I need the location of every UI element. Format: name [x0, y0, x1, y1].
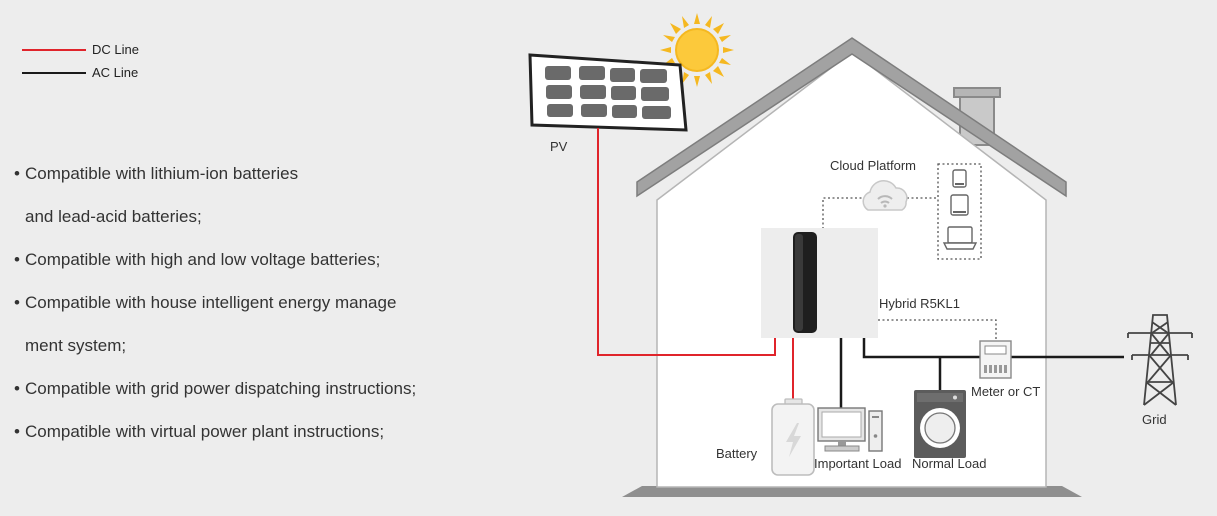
battery-icon [771, 398, 815, 476]
legend-item-dc: DC Line [22, 38, 139, 61]
dc-line-swatch [22, 48, 86, 51]
grid-tower-icon [1127, 314, 1193, 406]
meter-label: Meter or CT [971, 384, 1040, 399]
legend-label-dc: DC Line [92, 42, 139, 57]
ac-line [839, 338, 1124, 410]
pv-label: PV [550, 139, 568, 154]
cloud-icon [862, 180, 908, 211]
important-load-label: Important Load [814, 456, 901, 471]
cloud-platform-label: Cloud Platform [830, 158, 916, 173]
computer-icon [817, 407, 883, 452]
ac-line-swatch [22, 71, 86, 74]
battery-label: Battery [716, 446, 758, 461]
devices-box [937, 163, 982, 260]
pv-panel-icon [528, 53, 688, 132]
inverter-label: Hybrid R5KL1 [879, 296, 960, 311]
communication-line [822, 197, 997, 340]
feature-list: •Compatible with lithium-ion batteries a… [14, 152, 416, 453]
feature-item: •Compatible with grid power dispatching … [14, 379, 417, 398]
legend: DC Line AC Line [22, 38, 139, 84]
house-roof [636, 37, 1067, 198]
phone-icon [952, 169, 967, 188]
feature-item: •Compatible with virtual power plant ins… [14, 422, 385, 441]
meter-icon [979, 340, 1012, 379]
legend-item-ac: AC Line [22, 61, 139, 84]
feature-item: •Compatible with high and low voltage ba… [14, 250, 381, 269]
laptop-icon [942, 226, 978, 250]
feature-item: •Compatible with lithium-ion batteries [14, 164, 299, 183]
hybrid-inverter [761, 228, 878, 338]
feature-item: •Compatible with house intelligent energ… [14, 293, 397, 312]
feature-item-continued: ment system; [25, 336, 127, 355]
tablet-icon [950, 194, 969, 216]
ground-slab [622, 486, 1082, 497]
normal-load-label: Normal Load [912, 456, 986, 471]
feature-item-continued: and lead-acid batteries; [25, 207, 202, 226]
washing-machine-icon [914, 390, 966, 458]
legend-label-ac: AC Line [92, 65, 139, 80]
dc-line [597, 128, 794, 402]
grid-label: Grid [1142, 412, 1167, 427]
